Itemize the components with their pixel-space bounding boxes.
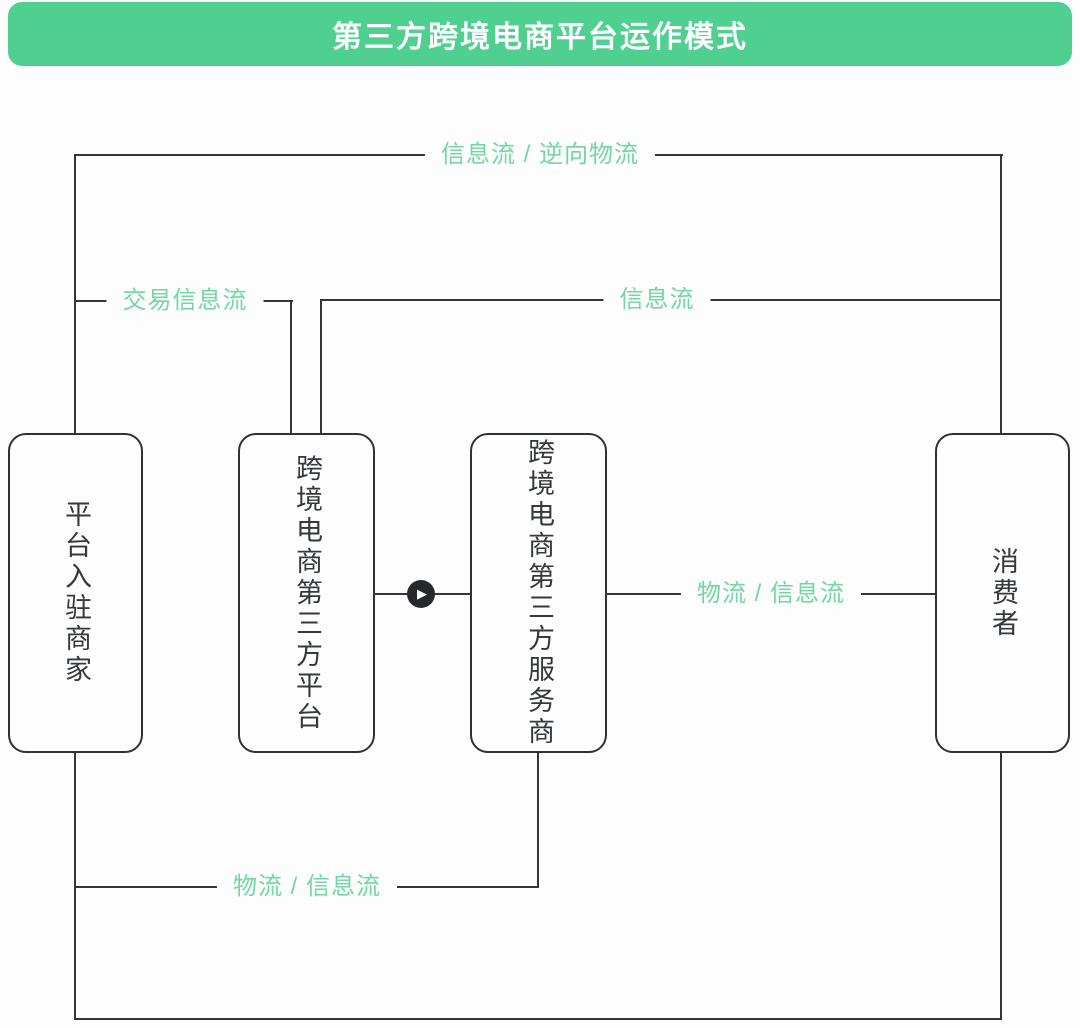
page-title: 第三方跨境电商平台运作模式	[332, 21, 748, 54]
node-consumers-label: 消费者	[988, 546, 1018, 640]
connector-left-lower-line	[74, 753, 76, 1020]
node-consumers: 消费者	[935, 433, 1070, 753]
node-third-party-service-provider-label: 跨境电商第三方服务商	[524, 438, 554, 748]
play-arrow-icon: ▶	[407, 580, 435, 608]
node-merchants: 平台入驻商家	[8, 433, 143, 753]
connector-right-lower-line	[1000, 753, 1002, 1020]
node-third-party-platform: 跨境电商第三方平台	[238, 433, 375, 753]
connector-right-upper-line	[1000, 154, 1002, 435]
node-merchants-label: 平台入驻商家	[61, 500, 91, 686]
edge-label-information: 信息流	[603, 284, 711, 316]
connector-bottom-path-vline	[537, 753, 539, 888]
play-arrow-glyph: ▶	[417, 586, 427, 602]
connector-left-upper-line	[74, 154, 76, 433]
connector-bottom-line	[75, 1018, 1002, 1020]
header-banner: 第三方跨境电商平台运作模式	[8, 2, 1072, 66]
node-third-party-service-provider: 跨境电商第三方服务商	[470, 433, 607, 753]
edge-label-logistics-bottom: 物流 / 信息流	[216, 871, 398, 903]
node-third-party-platform-label: 跨境电商第三方平台	[292, 453, 322, 733]
connector-transaction-vline	[290, 300, 292, 433]
edge-label-logistics-mid: 物流 / 信息流	[680, 578, 862, 610]
connector-information-vline	[320, 299, 322, 433]
edge-label-top: 信息流 / 逆向物流	[424, 139, 656, 171]
edge-label-transaction: 交易信息流	[106, 285, 264, 317]
